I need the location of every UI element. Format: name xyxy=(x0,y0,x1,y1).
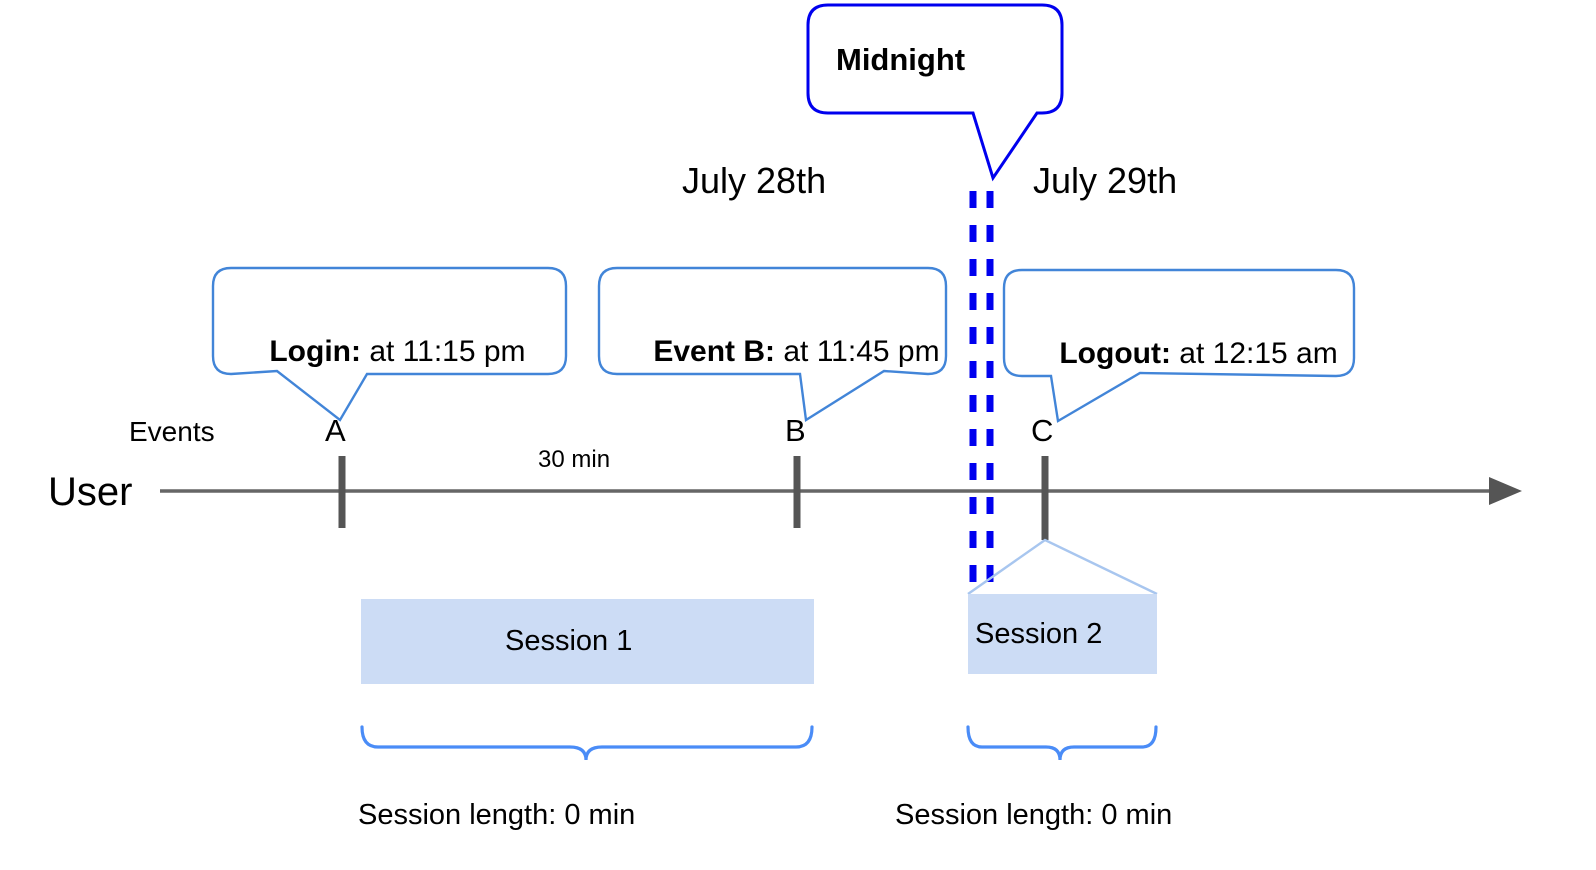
session-braces xyxy=(360,725,1158,761)
login-bubble-path xyxy=(211,266,568,422)
midnight-dashed-lines xyxy=(969,191,994,586)
tick-label-a: A xyxy=(325,413,346,448)
session1-length-label: Session length: 0 min xyxy=(358,799,636,831)
session1-brace xyxy=(360,725,814,761)
midnight-bubble-path xyxy=(806,3,1064,182)
eventb-callout-shape xyxy=(597,266,948,423)
events-row-label: Events xyxy=(129,416,215,447)
login-callout-rest: at 11:15 pm xyxy=(360,335,526,368)
login-callout-bold: Login: xyxy=(269,335,361,368)
session2-brace xyxy=(966,725,1158,761)
eventb-callout-bold: Event B: xyxy=(653,335,776,368)
logout-callout-shape xyxy=(1002,268,1356,423)
logout-callout-rest: at 12:15 am xyxy=(1170,337,1338,370)
login-callout-text: Login: at 11:15 pm xyxy=(236,307,526,397)
session2-label: Session 2 xyxy=(975,618,1103,650)
midnight-label: Midnight xyxy=(836,42,966,77)
logout-callout-text: Logout: at 12:15 am xyxy=(1026,309,1338,399)
logout-callout-bold: Logout: xyxy=(1059,337,1171,370)
eventb-callout-rest: at 11:45 pm xyxy=(775,335,940,368)
user-row-label: User xyxy=(48,470,133,514)
session-boxes xyxy=(361,594,1157,684)
session1-label: Session 1 xyxy=(505,625,633,657)
midnight-callout-shape xyxy=(806,3,1064,182)
session2-length-label: Session length: 0 min xyxy=(895,799,1173,831)
login-callout-shape xyxy=(211,266,568,422)
axis-arrow-icon xyxy=(1489,477,1522,505)
session2-box xyxy=(968,594,1157,674)
session2-roof-path xyxy=(967,538,1158,596)
tick-label-c: C xyxy=(1031,413,1054,448)
session2-roof xyxy=(967,538,1158,596)
timeline-axis xyxy=(160,477,1522,505)
eventb-callout-text: Event B: at 11:45 pm xyxy=(620,307,940,397)
eventb-bubble-path xyxy=(597,266,948,423)
logout-bubble-path xyxy=(1002,268,1356,423)
duration-label: 30 min xyxy=(538,446,611,473)
session1-box xyxy=(361,599,814,684)
date-label-july-29: July 29th xyxy=(1033,160,1178,201)
event-ticks xyxy=(338,456,1049,540)
date-label-july-28: July 28th xyxy=(682,160,827,201)
tick-label-b: B xyxy=(785,413,806,448)
